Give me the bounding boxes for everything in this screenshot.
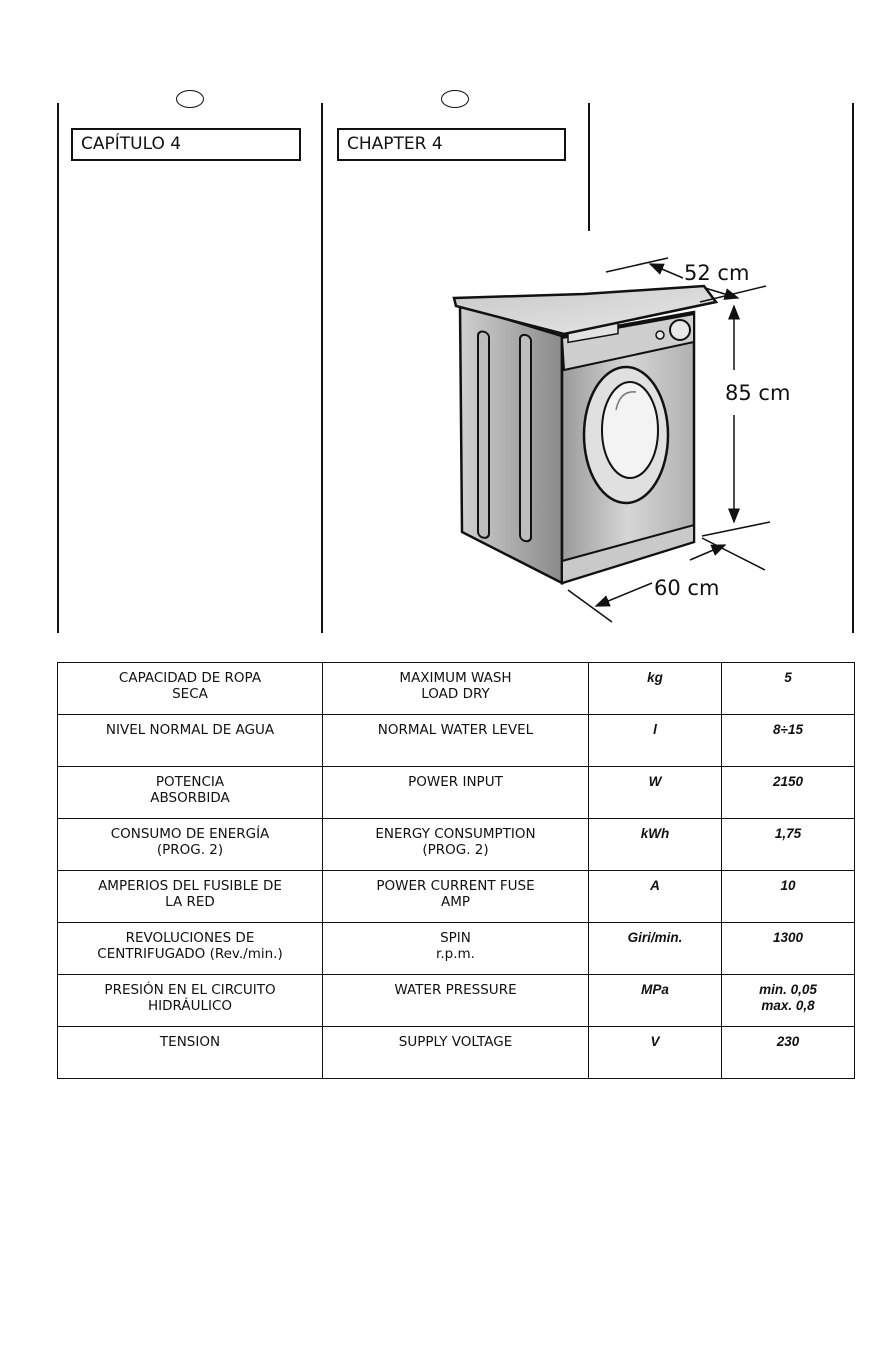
spec-label-es: TENSION bbox=[57, 1026, 323, 1079]
spec-value: 1,75 bbox=[721, 818, 855, 871]
column-divider-middle bbox=[321, 103, 323, 633]
spec-unit: Giri/min. bbox=[588, 922, 722, 975]
dimension-height-label: 85 cm bbox=[725, 381, 790, 405]
spec-value: 8÷15 bbox=[721, 714, 855, 767]
spec-label-es: CONSUMO DE ENERGÍA (PROG. 2) bbox=[57, 818, 323, 871]
spec-label-en-text: POWER CURRENT FUSE AMP bbox=[376, 878, 535, 910]
spec-label-es-text: PRESIÓN EN EL CIRCUITO HIDRÁULICO bbox=[104, 982, 276, 1014]
spec-unit-text: Giri/min. bbox=[627, 930, 683, 945]
program-knob bbox=[669, 319, 691, 341]
spec-row: PRESIÓN EN EL CIRCUITO HIDRÁULICO WATER P… bbox=[57, 974, 855, 1027]
language-circle-en bbox=[441, 90, 469, 108]
spec-label-es-text: NIVEL NORMAL DE AGUA bbox=[105, 722, 275, 738]
spec-label-es-text: POTENCIA ABSORBIDA bbox=[150, 774, 230, 806]
spec-unit-text: kWh bbox=[640, 826, 670, 841]
spec-value-text: min. 0,05 max. 0,8 bbox=[759, 982, 817, 1013]
machine-plinth bbox=[561, 523, 695, 585]
washing-machine-illustration: 52 cm 85 cm 60 cm bbox=[452, 257, 790, 623]
spec-label-en-text: WATER PRESSURE bbox=[394, 982, 517, 998]
spec-label-es-text: CAPACIDAD DE ROPA SECA bbox=[118, 670, 262, 702]
spec-value-text: 5 bbox=[784, 670, 792, 685]
spec-label-es-text: CONSUMO DE ENERGÍA (PROG. 2) bbox=[110, 826, 270, 858]
spec-unit: W bbox=[588, 766, 722, 819]
side-slot-left bbox=[477, 330, 490, 539]
spec-label-en: NORMAL WATER LEVEL bbox=[322, 714, 589, 767]
spec-label-en: MAXIMUM WASH LOAD DRY bbox=[322, 662, 589, 715]
chapter-heading-en: CHAPTER 4 bbox=[337, 128, 566, 161]
spec-unit-text: V bbox=[650, 1034, 660, 1049]
machine-top bbox=[452, 284, 719, 336]
chapter-heading-es: CAPÍTULO 4 bbox=[71, 128, 301, 161]
spec-label-en: POWER INPUT bbox=[322, 766, 589, 819]
dimension-width-label: 60 cm bbox=[654, 576, 719, 600]
spec-value-text: 10 bbox=[780, 878, 796, 893]
spec-label-en-text: NORMAL WATER LEVEL bbox=[377, 722, 534, 738]
spec-unit-text: l bbox=[653, 722, 657, 737]
spec-row: CONSUMO DE ENERGÍA (PROG. 2) ENERGY CONSU… bbox=[57, 818, 855, 871]
spec-value: 5 bbox=[721, 662, 855, 715]
side-slot-right bbox=[519, 333, 532, 543]
spec-unit: V bbox=[588, 1026, 722, 1079]
spec-unit-text: MPa bbox=[641, 982, 669, 997]
spec-label-es: NIVEL NORMAL DE AGUA bbox=[57, 714, 323, 767]
spec-unit: l bbox=[588, 714, 722, 767]
spec-label-es: POTENCIA ABSORBIDA bbox=[57, 766, 323, 819]
spec-label-es: AMPERIOS DEL FUSIBLE DE LA RED bbox=[57, 870, 323, 923]
column-divider-left bbox=[57, 103, 59, 633]
spec-label-en-text: ENERGY CONSUMPTION (PROG. 2) bbox=[375, 826, 536, 858]
spec-value: 10 bbox=[721, 870, 855, 923]
spec-unit: MPa bbox=[588, 974, 722, 1027]
spec-label-en: ENERGY CONSUMPTION (PROG. 2) bbox=[322, 818, 589, 871]
spec-label-en: SPIN r.p.m. bbox=[322, 922, 589, 975]
spec-unit: kWh bbox=[588, 818, 722, 871]
spec-value: 1300 bbox=[721, 922, 855, 975]
spec-label-es-text: TENSION bbox=[159, 1034, 221, 1050]
spec-value: 230 bbox=[721, 1026, 855, 1079]
spec-label-en: POWER CURRENT FUSE AMP bbox=[322, 870, 589, 923]
spec-value-text: 230 bbox=[776, 1034, 800, 1049]
spec-unit-text: kg bbox=[647, 670, 663, 685]
column-divider-right-short bbox=[588, 103, 590, 231]
spec-value: 2150 bbox=[721, 766, 855, 819]
spec-row: NIVEL NORMAL DE AGUA NORMAL WATER LEVEL l 8… bbox=[57, 714, 855, 767]
spec-row: AMPERIOS DEL FUSIBLE DE LA RED POWER CURR… bbox=[57, 870, 855, 923]
spec-label-en: WATER PRESSURE bbox=[322, 974, 589, 1027]
spec-value-text: 8÷15 bbox=[773, 722, 803, 737]
spec-label-en-text: MAXIMUM WASH LOAD DRY bbox=[399, 670, 512, 702]
spec-row: REVOLUCIONES DE CENTRIFUGADO (Rev./min.)… bbox=[57, 922, 855, 975]
spec-value-text: 1300 bbox=[772, 930, 804, 945]
machine-side-panel bbox=[458, 303, 564, 586]
spec-label-en-text: POWER INPUT bbox=[408, 774, 503, 790]
technical-specifications-table: CAPACIDAD DE ROPA SECA MAXIMUM WASH LOAD … bbox=[57, 662, 855, 1079]
spec-value: min. 0,05 max. 0,8 bbox=[721, 974, 855, 1027]
door-glass bbox=[601, 381, 659, 479]
spec-label-en: SUPPLY VOLTAGE bbox=[322, 1026, 589, 1079]
spec-label-es-text: AMPERIOS DEL FUSIBLE DE LA RED bbox=[98, 878, 282, 910]
spec-label-en-text: SPIN r.p.m. bbox=[436, 930, 475, 962]
spec-row: TENSION SUPPLY VOLTAGE V 230 bbox=[57, 1026, 855, 1079]
spec-unit: kg bbox=[588, 662, 722, 715]
spec-unit-text: W bbox=[648, 774, 662, 789]
language-circle-es bbox=[176, 90, 204, 108]
control-panel bbox=[560, 312, 695, 372]
spec-label-es: REVOLUCIONES DE CENTRIFUGADO (Rev./min.) bbox=[57, 922, 323, 975]
spec-label-es: CAPACIDAD DE ROPA SECA bbox=[57, 662, 323, 715]
spec-label-es-text: REVOLUCIONES DE CENTRIFUGADO (Rev./min.) bbox=[97, 930, 283, 962]
spec-label-en-text: SUPPLY VOLTAGE bbox=[398, 1034, 513, 1050]
spec-row: POTENCIA ABSORBIDA POWER INPUT W 2150 bbox=[57, 766, 855, 819]
spec-value-text: 1,75 bbox=[774, 826, 802, 841]
spec-unit-text: A bbox=[650, 878, 660, 893]
spec-label-es: PRESIÓN EN EL CIRCUITO HIDRÁULICO bbox=[57, 974, 323, 1027]
spec-unit: A bbox=[588, 870, 722, 923]
column-divider-far-right bbox=[852, 103, 854, 633]
spec-value-text: 2150 bbox=[772, 774, 804, 789]
small-knob bbox=[655, 330, 665, 340]
dimension-depth-label: 52 cm bbox=[684, 261, 749, 285]
spec-row: CAPACIDAD DE ROPA SECA MAXIMUM WASH LOAD … bbox=[57, 662, 855, 715]
